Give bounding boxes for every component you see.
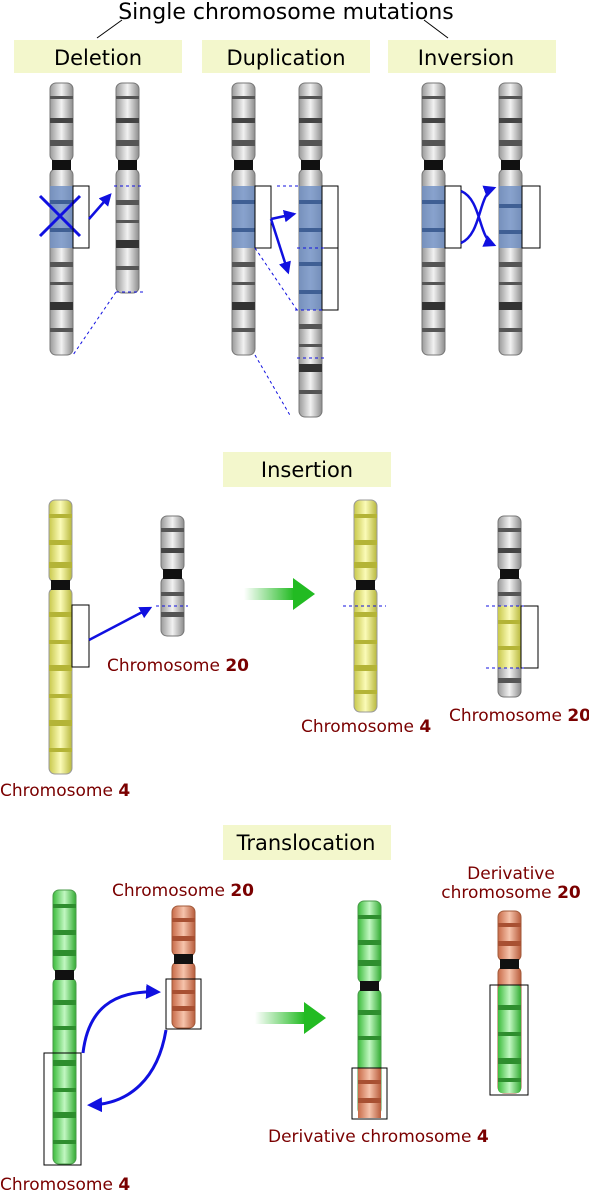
translocation-header-bg: [223, 825, 391, 860]
inversion-result-chromosome: [498, 82, 523, 356]
deletion-result-chromosome: [115, 82, 140, 294]
translocation-header: Translocation: [236, 831, 376, 855]
insertion-chromosome-20: [160, 515, 185, 637]
insertion-label-chr4: Chromosome 4: [0, 781, 130, 801]
deletion-header: Deletion: [54, 46, 142, 70]
insertion-header-bg: [223, 452, 391, 487]
insertion-arrow: [88, 606, 153, 642]
insertion-bracket-target: [520, 605, 539, 669]
duplication-bracket-top: [321, 185, 339, 249]
inversion-bracket-right: [521, 185, 541, 249]
duplication-header: Duplication: [226, 46, 345, 70]
translocation-green-arrow-shaft: [255, 1012, 305, 1024]
derivative-label-20-line1: Derivative: [467, 864, 555, 884]
inversion-header-bg: [388, 40, 556, 73]
inversion-header: Inversion: [418, 46, 514, 70]
duplication-arrow-2: [269, 218, 291, 275]
translocation-chromosome-4: [52, 889, 77, 1165]
inversion-original-chromosome: [421, 82, 446, 356]
insertion-result-chromosome-4: [353, 499, 378, 713]
inversion-bracket-left: [444, 185, 462, 249]
duplication-original-chromosome: [231, 82, 256, 356]
main-title: Single chromosome mutations: [118, 0, 454, 25]
insertion-result-label-chr20: Chromosome 20: [449, 706, 589, 726]
inversion-arrow-up: [460, 185, 497, 245]
translocation-label-chr20: Chromosome 20: [112, 881, 254, 901]
duplication-bracket: [254, 185, 272, 249]
duplication-bracket-bottom: [321, 247, 339, 311]
derivative-label-20-line2: chromosome 20: [441, 883, 581, 903]
insertion-result-chromosome-20: [497, 515, 522, 698]
title-leader-right: [423, 19, 449, 39]
translocation-bracket-chr4: [43, 1052, 82, 1166]
insertion-green-arrow-head: [293, 578, 315, 610]
duplication-header-bg: [202, 40, 370, 73]
derivative-chromosome-20: [497, 910, 522, 1094]
derivative-bracket-20: [489, 984, 529, 1096]
deletion-dashes: [72, 185, 144, 356]
duplication-arrow-1: [270, 210, 297, 223]
insertion-label-chr20: Chromosome 20: [107, 656, 249, 676]
deletion-bracket: [72, 185, 90, 249]
insertion-bracket-source: [71, 604, 90, 668]
derivative-label-4: Derivative chromosome 4: [268, 1127, 489, 1147]
insertion-header: Insertion: [261, 458, 353, 482]
title-leader-left: [96, 19, 123, 39]
duplication-dashes: [254, 185, 325, 418]
translocation-chromosome-20: [171, 905, 196, 1029]
deletion-header-bg: [14, 40, 182, 73]
translocation-arrow-up: [81, 983, 161, 1054]
deletion-arrow: [88, 193, 112, 220]
derivative-chromosome-4: [357, 900, 382, 1118]
duplication-result-chromosome: [298, 82, 323, 418]
translocation-arrow-down: [87, 1029, 168, 1113]
derivative-bracket-4: [351, 1067, 388, 1120]
translocation-label-chr4: Chromosome 4: [0, 1175, 130, 1191]
insertion-result-label-chr4: Chromosome 4: [301, 717, 431, 737]
inversion-arrow-down: [460, 189, 497, 247]
insertion-result-dashes-20: [486, 605, 524, 669]
insertion-green-arrow-shaft: [244, 588, 294, 600]
translocation-bracket-chr20: [165, 978, 202, 1030]
translocation-green-arrow-head: [304, 1002, 326, 1034]
insertion-chromosome-4: [48, 499, 73, 775]
